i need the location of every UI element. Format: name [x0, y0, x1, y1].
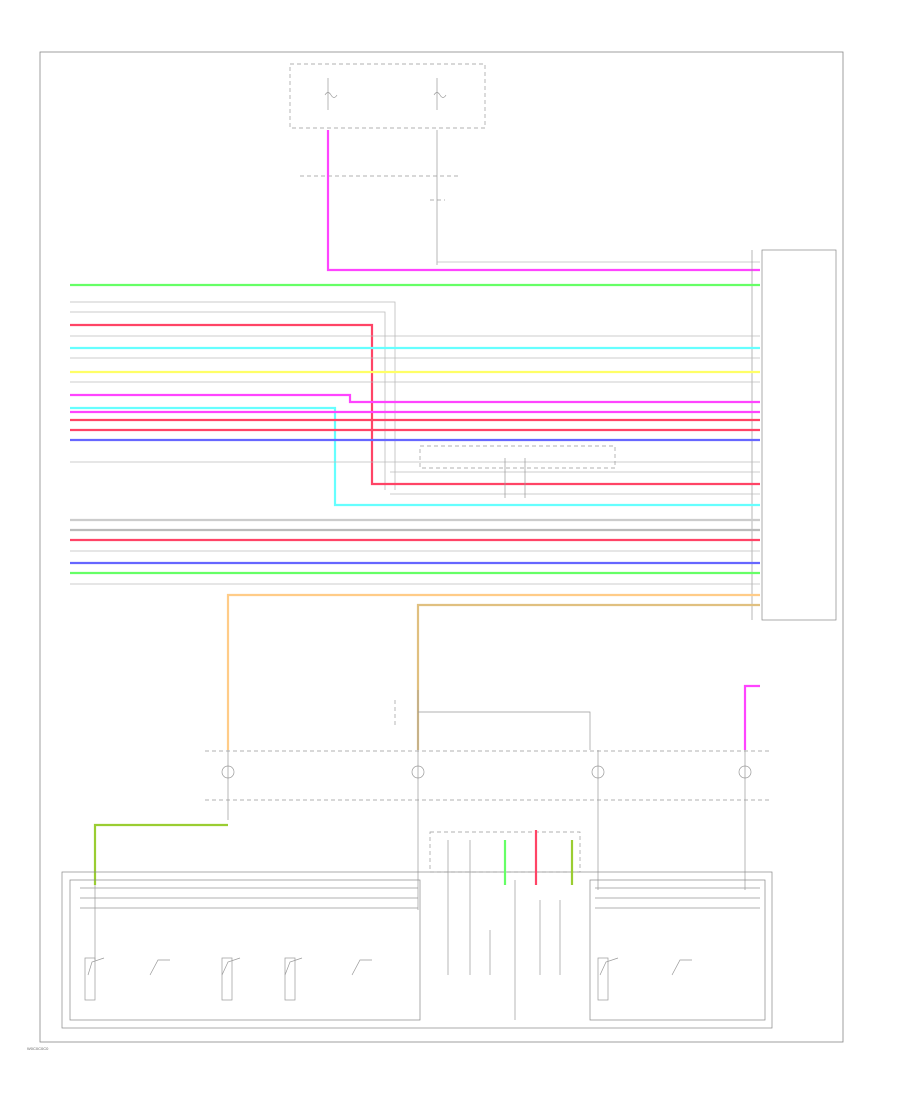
- steering-switch-assembly: [61, 830, 773, 1029]
- diagram-frame: [39, 51, 844, 1043]
- fuse-block-top: [289, 63, 486, 129]
- figure-code: W0C0C0C0: [27, 1046, 49, 1051]
- shield-box: [419, 445, 616, 498]
- wire-group-1: [70, 283, 760, 507]
- audio-unit-connector: [751, 249, 837, 621]
- wire-magenta-top: [326, 130, 760, 272]
- middle-connectors: [205, 684, 770, 890]
- wire-group-2: [70, 518, 760, 750]
